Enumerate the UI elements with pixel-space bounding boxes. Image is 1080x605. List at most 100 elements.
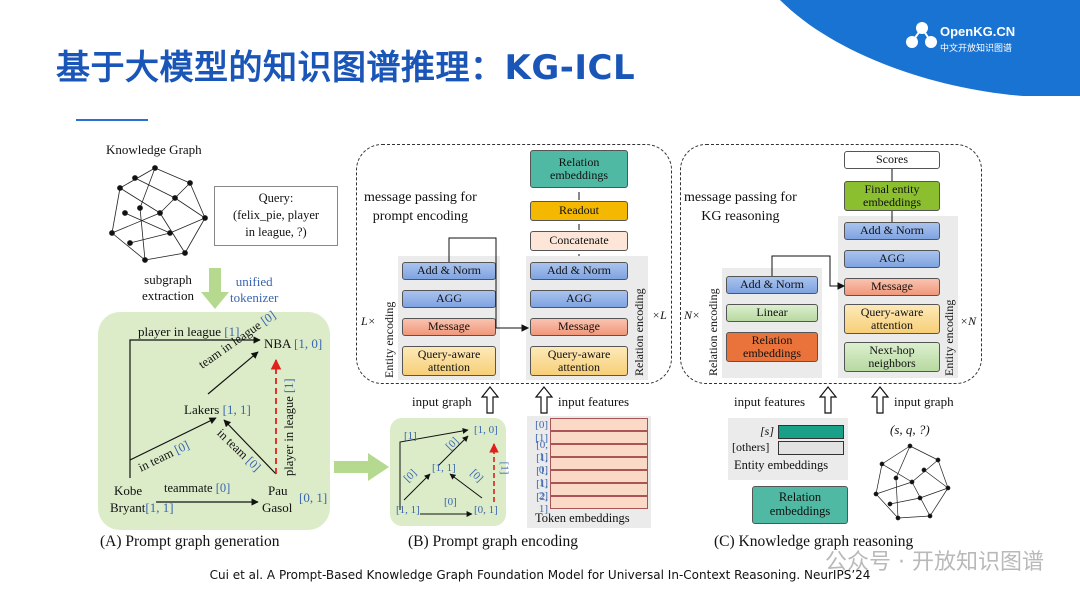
query-line-1: Query: [258, 191, 294, 205]
embedding-bar [550, 418, 648, 431]
embedding-bar [550, 431, 648, 444]
edge-player-in-league-vertical: player in league [1] [282, 378, 297, 476]
caption-b: (B) Prompt graph encoding [408, 533, 579, 550]
right-multiplier: ×N [960, 314, 977, 328]
node-lakers: Lakers [1, 1] [184, 402, 251, 418]
unified-tokenizer-label: unified tokenizer [230, 274, 278, 306]
token-row: [1] [528, 431, 648, 444]
title-underline [76, 119, 148, 121]
left-multiplier: N× [684, 308, 701, 322]
page-title: 基于大模型的知识图谱推理：KG-ICL [56, 48, 636, 88]
wechat-watermark: 公众号 · 开放知识图谱 [825, 550, 1044, 575]
mini-token: [0, 1] [474, 504, 498, 516]
node-token: [1, 1] [145, 500, 174, 515]
input-graph-up-arrow-icon [870, 386, 890, 414]
token-row: [1, 2] [528, 478, 648, 502]
edge-label: teammate [164, 481, 213, 495]
knowledge-graph-icon [109, 165, 208, 263]
relation-embeddings-box: Relation embeddings [726, 332, 818, 362]
token-row: [0] [528, 418, 648, 431]
title-line-2: prompt encoding [372, 209, 469, 224]
message-box: Message [402, 318, 496, 336]
input-features-label: input features [558, 394, 630, 409]
input-graph-label: input graph [412, 394, 472, 409]
node-label: Pau [268, 483, 288, 498]
kg-graph-icon [873, 443, 951, 521]
unified-text: unified [235, 274, 273, 289]
agg-box: AGG [844, 250, 940, 268]
query-line-2: (felix_pie, player [232, 208, 320, 222]
query-box: Query: (felix_pie, player in league, ?) [214, 186, 338, 246]
mini-token: [1, 1] [432, 462, 456, 474]
readout-box: Readout [530, 201, 628, 221]
scores-box: Scores [844, 151, 940, 169]
input-graph-up-arrow-icon [480, 386, 500, 414]
left-multiplier: L× [361, 314, 376, 328]
s-embedding-bar [778, 425, 844, 439]
relation-embeddings-input-box: Relation embeddings [752, 486, 848, 524]
token-row: [2, 1] [528, 491, 648, 515]
down-arrow-icon [201, 268, 229, 309]
add-norm-box: Add & Norm [844, 222, 940, 240]
agg-box: AGG [530, 290, 628, 308]
subgraph-text: subgraph [144, 272, 192, 287]
kg-reasoning-frame [680, 144, 982, 384]
linear-box: Linear [726, 304, 818, 322]
right-arrow-icon [334, 453, 389, 481]
node-pau: Pau Gasol [262, 482, 292, 516]
prompt-encoding-frame [356, 144, 672, 384]
input-features-up-arrow-icon [534, 386, 554, 414]
edge-label: player in league [282, 396, 296, 476]
token-row: [1, 1] [528, 465, 648, 489]
token-row: [1, 0] [528, 452, 648, 476]
add-norm-box: Add & Norm [726, 276, 818, 294]
title-line-1: message passing for [684, 190, 797, 205]
caption-c: (C) Knowledge graph reasoning [714, 533, 914, 550]
input-graph-label: input graph [894, 394, 954, 409]
mini-token: [1] [498, 461, 511, 475]
node-kobe: Kobe Bryant[1, 1] [110, 482, 174, 516]
tokenizer-text: tokenizer [230, 290, 279, 305]
message-box: Message [530, 318, 628, 336]
subgraph-extraction-label: subgraph extraction [142, 272, 194, 304]
pau-token: [0, 1] [299, 490, 328, 505]
kg-label: Knowledge Graph [106, 142, 202, 157]
agg-box: AGG [402, 290, 496, 308]
prompt-encoding-title: message passing for prompt encoding [364, 188, 477, 226]
citation: Cui et al. A Prompt-Based Knowledge Grap… [209, 568, 871, 582]
logo-banner [780, 0, 1080, 96]
edge-token: [0] [215, 481, 231, 495]
edge-token: [1] [282, 378, 296, 394]
concatenate-box: Concatenate [530, 231, 628, 251]
input-features-up-arrow-icon [818, 386, 838, 414]
node-nba: NBA [1, 0] [264, 336, 322, 352]
input-features-label: input features [734, 394, 806, 409]
prompt-encoding-connectors [448, 192, 580, 332]
mini-token: [1, 0] [474, 424, 498, 436]
embedding-bar [550, 457, 648, 470]
edge-player-in-league: player in league [1] [138, 324, 239, 340]
node-label: Lakers [184, 402, 220, 417]
embedding-bar [550, 444, 648, 457]
node-label: Kobe [114, 483, 143, 498]
caption-a: (A) Prompt graph generation [100, 533, 280, 550]
message-box: Message [844, 278, 940, 296]
prompt-graph-edges [129, 336, 282, 506]
others-embedding-bar [778, 441, 844, 455]
add-norm-box: Add & Norm [530, 262, 628, 280]
mini-token: [1, 1] [396, 504, 420, 516]
next-hop-neighbors-box: Next-hop neighbors [844, 342, 940, 372]
query-aware-attention-box: Query-aware attention [844, 304, 940, 334]
mini-prompt-graph-edges [399, 427, 499, 517]
node-label-2: Gasol [262, 500, 293, 515]
right-multiplier: ×L [652, 308, 667, 322]
extraction-text: extraction [142, 288, 194, 303]
mini-prompt-graph [390, 418, 506, 526]
openkg-logo-icon [906, 22, 937, 48]
title-line-1: message passing for [364, 190, 477, 205]
query-line-3: in league, ?) [245, 225, 307, 239]
query-aware-attention-box: Query-aware attention [530, 346, 628, 376]
title-line-2: KG reasoning [701, 209, 780, 224]
kg-reasoning-title: message passing for KG reasoning [684, 188, 797, 226]
node-label: NBA [264, 336, 291, 351]
